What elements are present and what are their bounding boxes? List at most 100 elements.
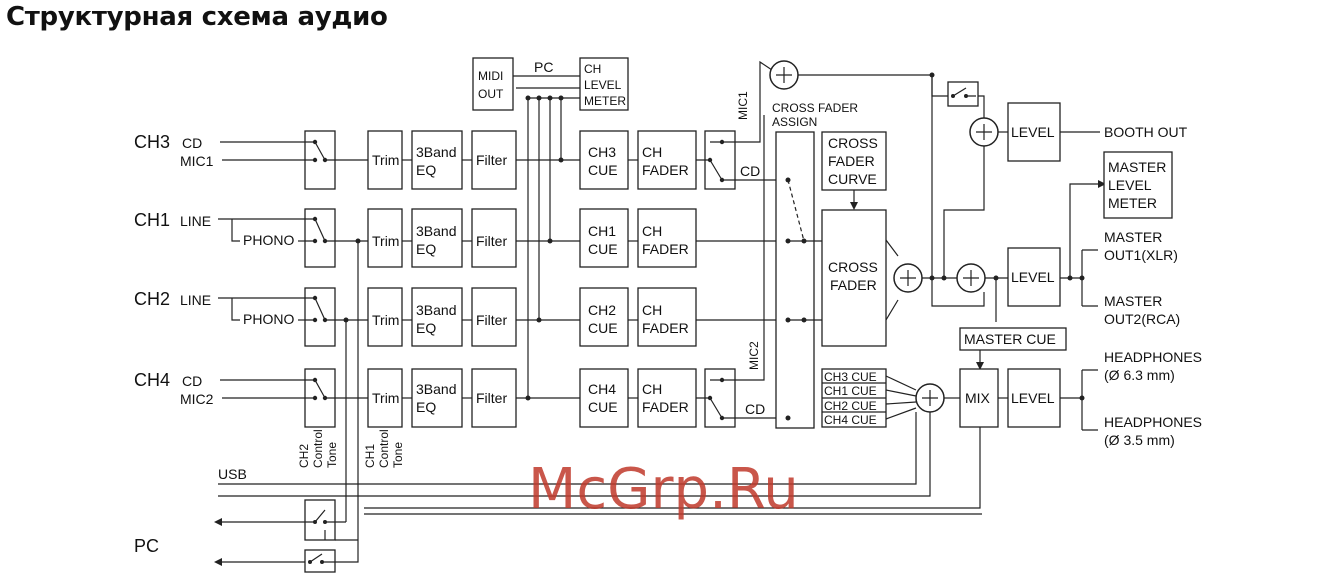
input-ch3: CH3 CD MIC1 <box>134 132 214 169</box>
filter-ch1: Filter <box>476 233 507 249</box>
ch1-label: CH1 <box>134 210 170 230</box>
cue-ch2-l1: CH2 <box>588 302 616 318</box>
hp1-l2: (Ø 6.3 mm) <box>1104 367 1175 383</box>
mic-cd-selectors <box>696 130 736 428</box>
cue-list-ch1: CH1 CUE <box>824 384 877 398</box>
cfc-l1: CROSS <box>828 135 878 151</box>
pc-top-label: PC <box>534 59 553 75</box>
mix-label: MIX <box>965 390 991 406</box>
ch-fader-blocks: CH FADER CH FADER CH FADER CH FADER <box>637 130 697 428</box>
filter-ch2: Filter <box>476 312 507 328</box>
input-ch1: CH1 LINE PHONO <box>134 210 294 248</box>
eq-ch4-l1: 3Band <box>416 381 456 397</box>
input-ch4: CH4 CD MIC2 <box>134 370 214 407</box>
cue-list-ch3: CH3 CUE <box>824 370 877 384</box>
fader-ch1-l1: CH <box>642 223 662 239</box>
cue-list-ch4: CH4 CUE <box>824 413 877 427</box>
control-tone-wires <box>345 241 359 540</box>
mic2-label: MIC2 <box>747 341 761 370</box>
fader-ch4-l1: CH <box>642 381 662 397</box>
input-selector-switches <box>304 130 336 428</box>
ch3-src1: CD <box>182 135 202 151</box>
cf-l1: CROSS <box>828 259 878 275</box>
booth-sum <box>969 117 999 147</box>
mlm-l2: LEVEL <box>1108 177 1152 193</box>
page-title: Структурная схема аудио <box>6 2 388 32</box>
trim-ch2: Trim <box>372 312 399 328</box>
filter-blocks: Filter Filter Filter Filter <box>471 130 517 428</box>
ct-ch2-l1: CH2 <box>297 444 311 468</box>
fader-ch3-l1: CH <box>642 144 662 160</box>
input-ch2: CH2 LINE PHONO <box>134 289 294 327</box>
cross-fader-curve: CROSS FADER CURVE <box>821 131 887 210</box>
eq-ch2-l1: 3Band <box>416 302 456 318</box>
ct-ch1-l1: CH1 <box>363 444 377 468</box>
master-sum-2 <box>956 263 986 293</box>
hp2-l1: HEADPHONES <box>1104 414 1202 430</box>
ch4-src1: CD <box>182 373 202 389</box>
cue-list: CH3 CUE CH1 CUE CH2 CUE CH4 CUE <box>821 368 887 428</box>
cf-l2: FADER <box>830 277 877 293</box>
ct-ch1-l3: Tone <box>391 442 405 468</box>
midi-out-block: MIDI OUT <box>472 57 514 111</box>
booth-out-label: BOOTH OUT <box>1104 124 1188 140</box>
cue-blocks: CH3 CUE CH1 CUE CH2 CUE CH4 CUE <box>579 130 629 428</box>
ch1-src1: LINE <box>180 213 211 229</box>
master-level-meter: MASTER LEVEL METER <box>1103 151 1173 219</box>
master-cue-label: MASTER CUE <box>964 331 1056 347</box>
ch-level-meter-l1: CH <box>584 62 601 76</box>
cross-fader-assign: CROSS FADER ASSIGN <box>772 101 858 429</box>
hp-level: LEVEL <box>1007 368 1061 428</box>
master-out2-l1: MASTER <box>1104 293 1162 309</box>
pc-out-switches <box>304 499 359 573</box>
ct-ch2-l2: Control <box>311 429 325 468</box>
trim-ch1: Trim <box>372 233 399 249</box>
midi-out-l1: MIDI <box>478 69 503 83</box>
eq-ch2-l2: EQ <box>416 320 436 336</box>
cue-ch1-l2: CUE <box>588 241 618 257</box>
eq-blocks: 3Band EQ 3Band EQ 3Band EQ 3Band EQ <box>411 130 463 428</box>
ch-level-meter-l2: LEVEL <box>584 78 622 92</box>
trim-ch4: Trim <box>372 390 399 406</box>
eq-ch1-l2: EQ <box>416 241 436 257</box>
usb-label: USB <box>218 466 247 482</box>
mic-cd-wires <box>696 60 788 419</box>
mic1-label: MIC1 <box>736 91 750 120</box>
eq-ch3-l2: EQ <box>416 162 436 178</box>
cue-ch3-l2: CUE <box>588 162 618 178</box>
mlm-l3: METER <box>1108 195 1157 211</box>
booth-level-label: LEVEL <box>1011 124 1055 140</box>
fader-ch4-l2: FADER <box>642 399 689 415</box>
ch-level-meter-block: CH LEVEL METER <box>579 57 629 111</box>
master-level: LEVEL <box>1007 247 1061 307</box>
cue-sum <box>915 383 945 413</box>
eq-ch4-l2: EQ <box>416 399 436 415</box>
midi-out-l2: OUT <box>478 87 504 101</box>
trim-ch3: Trim <box>372 152 399 168</box>
ch1-src2: PHONO <box>243 232 294 248</box>
filter-ch3: Filter <box>476 152 507 168</box>
master-level-label: LEVEL <box>1011 269 1055 285</box>
cue-list-ch2: CH2 CUE <box>824 399 877 413</box>
mix-block: MIX <box>959 368 999 428</box>
ch2-label: CH2 <box>134 289 170 309</box>
ch2-src1: LINE <box>180 292 211 308</box>
cfa-label-l1: CROSS FADER <box>772 101 858 115</box>
cfc-l2: FADER <box>828 153 875 169</box>
ch4-label: CH4 <box>134 370 170 390</box>
input-wires <box>218 141 305 399</box>
eq-ch3-l1: 3Band <box>416 144 456 160</box>
fader-ch1-l2: FADER <box>642 241 689 257</box>
ct-ch2-l3: Tone <box>325 442 339 468</box>
pc-bottom-label: PC <box>134 536 159 556</box>
ch4-src2: MIC2 <box>180 391 214 407</box>
eq-ch1-l1: 3Band <box>416 223 456 239</box>
cue-ch4-l2: CUE <box>588 399 618 415</box>
fader-ch2-l1: CH <box>642 302 662 318</box>
cue-ch2-l2: CUE <box>588 320 618 336</box>
usb-wires <box>218 412 982 515</box>
cue-ch3-l1: CH3 <box>588 144 616 160</box>
mlm-l1: MASTER <box>1108 159 1166 175</box>
ch3-src2: MIC1 <box>180 153 214 169</box>
hp2-l2: (Ø 3.5 mm) <box>1104 432 1175 448</box>
